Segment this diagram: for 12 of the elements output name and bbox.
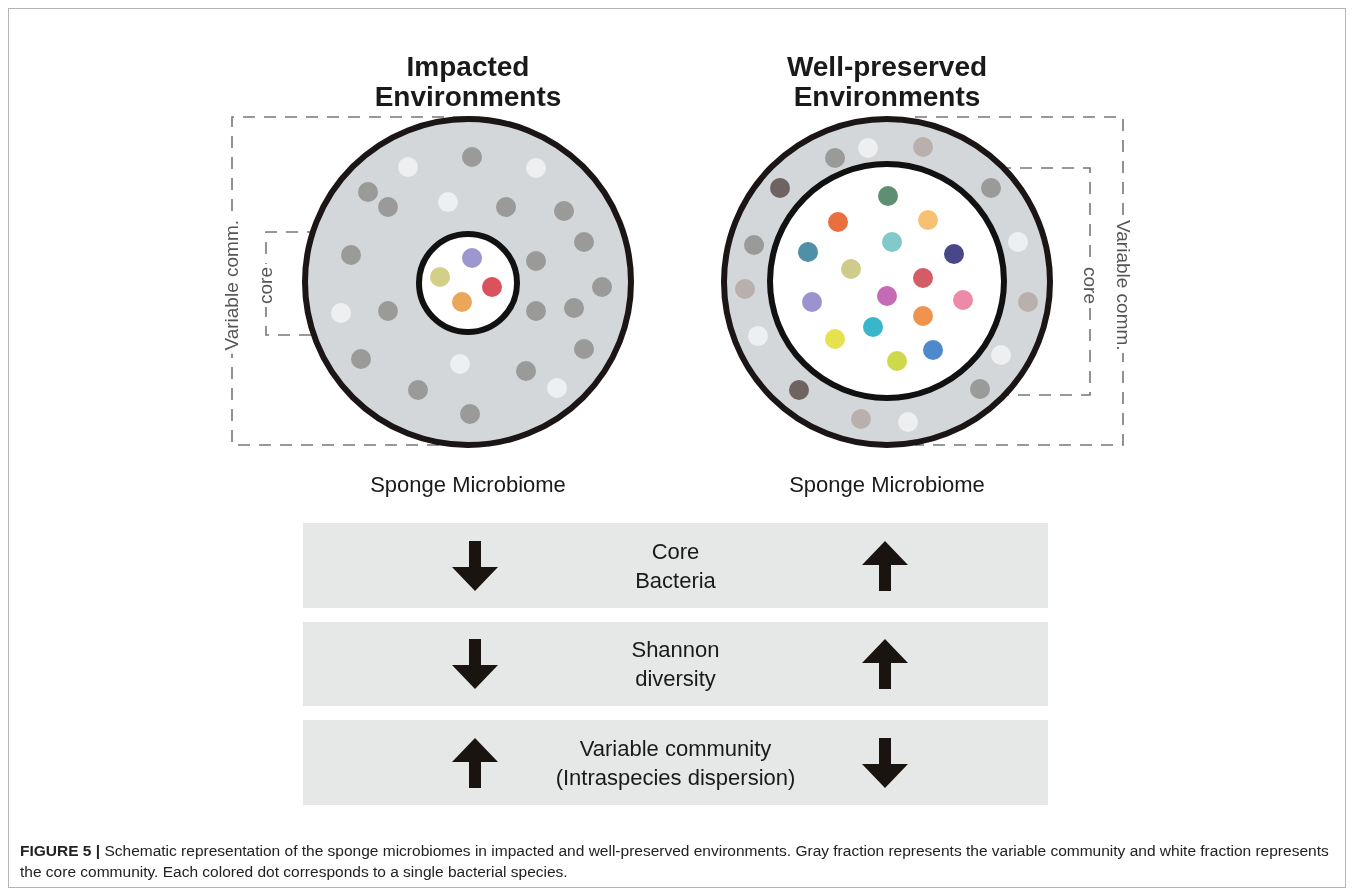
- heading: Well-preserved Environments: [785, 52, 989, 112]
- caption-text: Sponge Microbiome: [789, 472, 985, 498]
- result-band: [303, 720, 1048, 805]
- band-label: Shannon diversity: [630, 636, 721, 693]
- core-circle: [767, 161, 1007, 401]
- result-band: [303, 523, 1048, 608]
- band-label: Variable community (Intraspecies dispersion): [554, 734, 797, 792]
- heading: Impacted Environments: [373, 52, 563, 112]
- caption-text: Sponge Microbiome: [370, 472, 566, 498]
- result-band: [303, 622, 1048, 706]
- figure-caption: FIGURE 5 | Schematic representation of the sponge microbiomes in impacted and well-preserved environments. Gray fraction represents the variable community and white fraction represents the core community. Each colored dot corresponds to a single bacterial species.: [20, 841, 1330, 882]
- band-label: Core Bacteria: [634, 537, 717, 595]
